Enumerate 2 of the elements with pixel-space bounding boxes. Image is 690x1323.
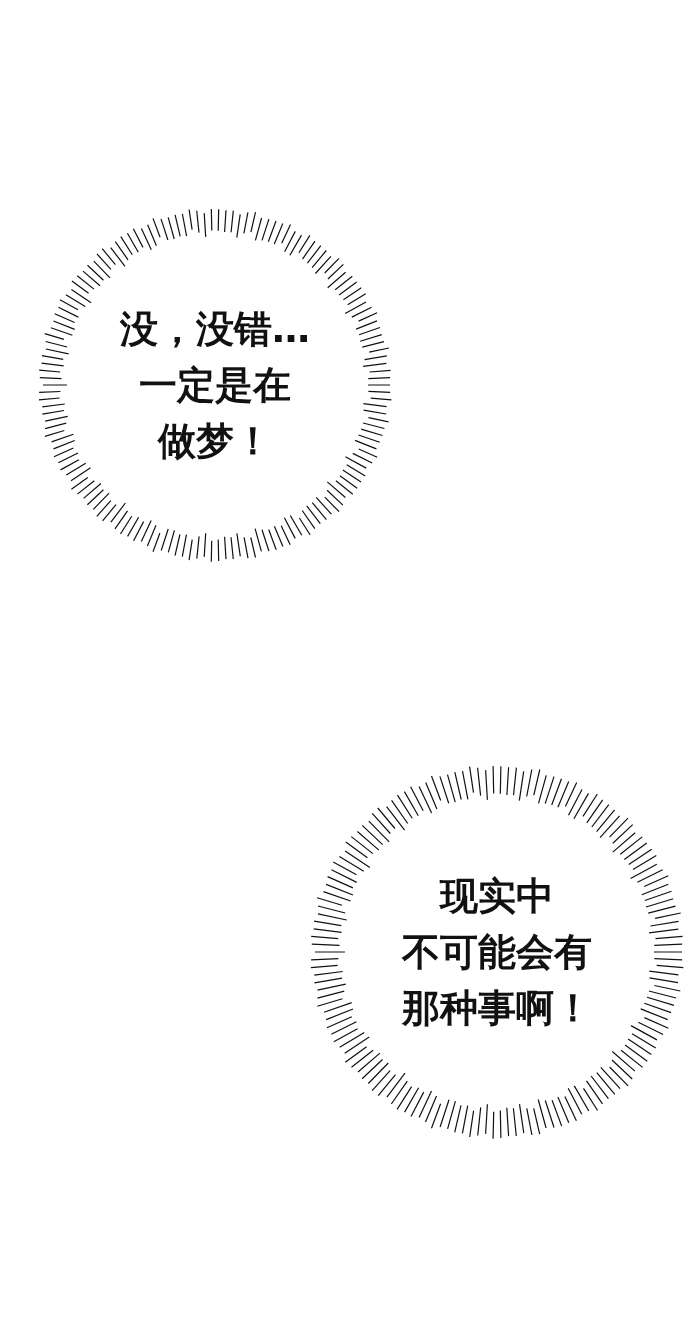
dialogue-text: 现实中不可能会有那种事啊！ [400, 873, 593, 1032]
dialogue-text: 没，没错…一定是在做梦！ [119, 306, 311, 465]
